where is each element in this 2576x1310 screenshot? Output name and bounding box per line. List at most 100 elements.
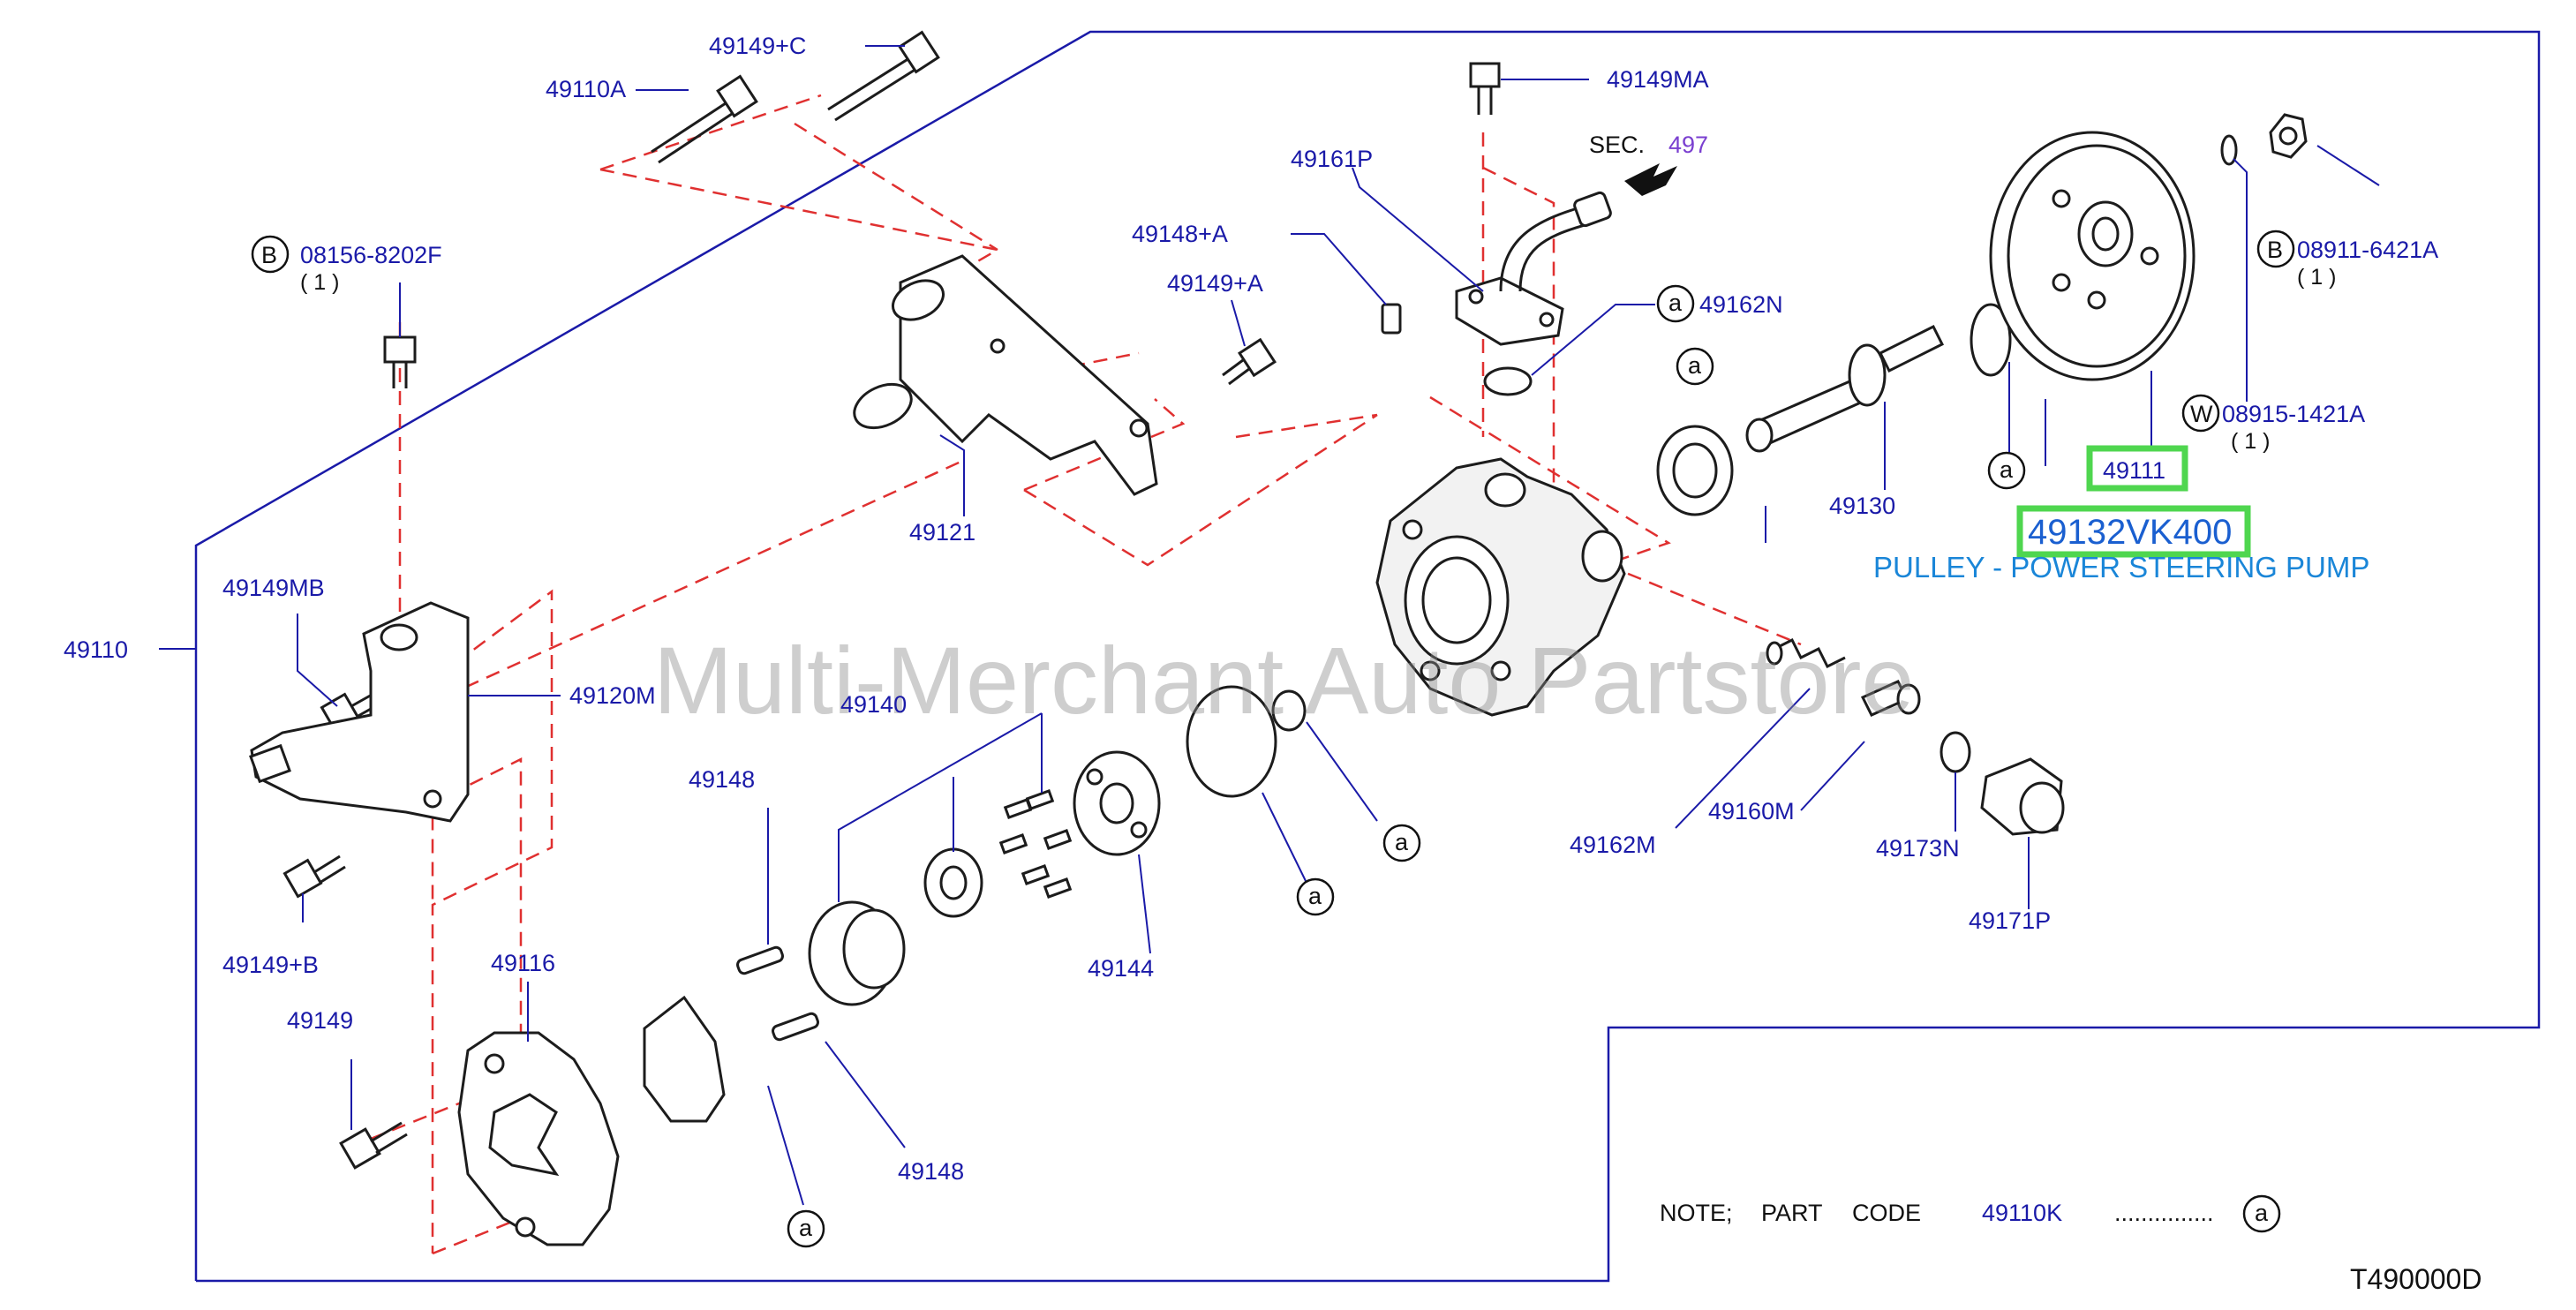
leader-lines: [159, 45, 2380, 1206]
cam-ring: [808, 900, 906, 1006]
label-49121[interactable]: 49121: [909, 519, 975, 546]
o-ring-large: [1186, 685, 1277, 798]
note-code: CODE: [1852, 1200, 1921, 1226]
o-ring-small: [1271, 689, 1307, 732]
label-49149a[interactable]: 49149+A: [1167, 270, 1263, 297]
washer-08915: [2220, 134, 2238, 166]
label-49111[interactable]: 49111: [2103, 457, 2165, 484]
bolt-49149ma: [1469, 62, 1501, 115]
sec-arrow: [1624, 163, 1677, 196]
mark-a-snap-ring: a: [1987, 451, 2026, 490]
shaft-49130: [1745, 324, 1945, 453]
label-49148-lower[interactable]: 49148: [898, 1158, 964, 1185]
label-49148-upper[interactable]: 49148: [689, 766, 755, 793]
label-08915-1421a[interactable]: 08915-1421A: [2222, 401, 2365, 427]
qty-08156: ( 1 ): [300, 270, 339, 295]
bolt-08156-8202f: [383, 335, 417, 388]
label-49171p[interactable]: 49171P: [1969, 907, 2051, 934]
pin-49148-lower: [772, 1012, 819, 1042]
mark-a-gasket: a: [787, 1209, 825, 1248]
o-ring-under-fitting: [1483, 366, 1533, 396]
bolt-49149a: [1222, 337, 1277, 386]
rotor: [923, 847, 983, 918]
bracket-49120m: [249, 601, 470, 823]
valve-49160m: [1860, 680, 1921, 717]
svg-text:B: B: [261, 242, 277, 268]
svg-text:W: W: [2190, 401, 2213, 427]
bolt-49149c: [827, 30, 940, 122]
mark-a-o-ring-small: a: [1382, 824, 1421, 862]
side-plate-49144: [1073, 750, 1161, 856]
note-part: PART: [1761, 1200, 1823, 1226]
watermark: Multi-Merchant Auto Partstore: [653, 627, 1915, 734]
elbow-fitting-49161p: [1455, 191, 1612, 346]
label-49173n[interactable]: 49173N: [1876, 835, 1960, 862]
mark-w-08915: W: [2181, 394, 2220, 433]
qty-08911: ( 1 ): [2297, 265, 2336, 290]
note-dots: ...............: [2114, 1200, 2214, 1226]
connector-49171p: [1980, 757, 2065, 836]
mark-b-08156: B: [251, 235, 290, 274]
highlight-box-49111: [2086, 445, 2188, 492]
label-49130[interactable]: 49130: [1829, 493, 1895, 519]
svg-text:a: a: [2000, 456, 2014, 483]
spring-49162m: [1766, 637, 1846, 669]
label-49149ma[interactable]: 49149MA: [1607, 66, 1709, 93]
gasket: [643, 995, 726, 1123]
label-49162n[interactable]: 49162N: [1699, 291, 1783, 318]
label-08156-8202f[interactable]: 08156-8202F: [300, 242, 442, 268]
mark-a-seal: a: [1676, 347, 1714, 386]
label-49132vk400[interactable]: 49132VK400: [2028, 513, 2232, 552]
pulley-49111: [1989, 131, 2196, 381]
svg-text:a: a: [1395, 829, 1409, 855]
label-49110[interactable]: 49110: [64, 636, 128, 663]
snap-ring: [1970, 303, 2012, 377]
bolt-49149b: [282, 855, 346, 899]
pin-49148a: [1381, 303, 1402, 335]
qty-08915: ( 1 ): [2231, 429, 2270, 454]
o-ring-49173n: [1940, 731, 1971, 773]
pump-body: [1375, 457, 1626, 717]
assembly-frame: [194, 30, 2541, 1283]
pulley-description: PULLEY - POWER STEERING PUMP: [1873, 551, 2369, 583]
bolt-49149: [339, 1121, 408, 1170]
note-prefix: NOTE;: [1660, 1200, 1733, 1226]
label-08911-6421a[interactable]: 08911-6421A: [2297, 237, 2438, 263]
highlight-box-49132vk400: [2016, 505, 2251, 558]
sec-ref-prefix: SEC.: [1589, 132, 1645, 158]
sec-ref-number[interactable]: 497: [1668, 132, 1708, 158]
svg-text:B: B: [2267, 237, 2283, 263]
label-49161p[interactable]: 49161P: [1291, 146, 1373, 172]
svg-text:a: a: [799, 1215, 813, 1241]
label-49149b[interactable]: 49149+B: [222, 952, 319, 978]
pin-49148-upper: [736, 945, 784, 975]
svg-text:a: a: [1308, 883, 1322, 909]
label-49144[interactable]: 49144: [1088, 955, 1154, 982]
label-49140[interactable]: 49140: [840, 691, 907, 718]
label-49116[interactable]: 49116: [491, 950, 555, 976]
vanes: [998, 788, 1073, 900]
label-49149[interactable]: 49149: [287, 1007, 353, 1034]
label-49162m[interactable]: 49162M: [1570, 832, 1656, 858]
svg-text:a: a: [1668, 290, 1683, 316]
svg-text:a: a: [1688, 352, 1702, 379]
label-49148a[interactable]: 49148+A: [1132, 221, 1228, 247]
oil-seal: [1656, 425, 1734, 516]
label-49120m[interactable]: 49120M: [569, 682, 656, 709]
note-mark-a: a: [2242, 1194, 2281, 1233]
bracket-49121: [853, 254, 1158, 496]
note-code-value[interactable]: 49110K: [1982, 1200, 2062, 1226]
svg-text:a: a: [2255, 1200, 2269, 1226]
label-49149mb[interactable]: 49149MB: [222, 575, 325, 601]
cover-49116: [457, 1031, 620, 1246]
nut-08911: [2269, 113, 2308, 159]
diagram-code: T490000D: [2350, 1263, 2482, 1295]
bolt-49110a: [651, 74, 758, 164]
mark-b-08911: B: [2256, 230, 2295, 268]
mark-a-49162n: a: [1656, 284, 1695, 323]
label-49110a[interactable]: 49110A: [546, 76, 626, 102]
label-49149c[interactable]: 49149+C: [709, 33, 806, 59]
mark-a-o-ring-large: a: [1296, 877, 1335, 916]
label-49160m[interactable]: 49160M: [1708, 798, 1795, 824]
